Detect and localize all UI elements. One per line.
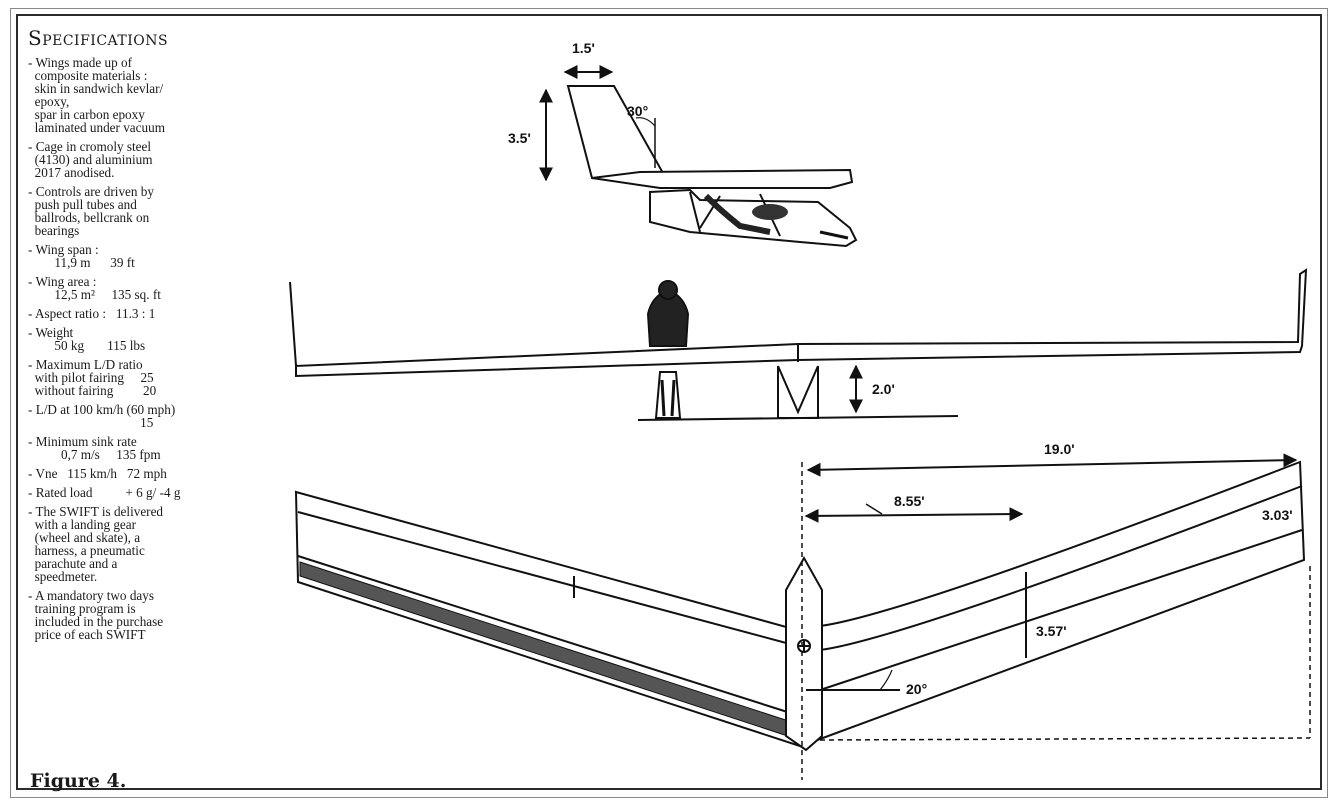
- figure-caption: Figure 4.: [30, 770, 127, 792]
- spec-controls: - Controls are driven by push pull tubes…: [28, 184, 154, 238]
- landing-gear-frame: [777, 365, 819, 419]
- spec-wing-span: - Wing span : 11,9 m 39 ft: [28, 242, 135, 270]
- plan-view: [294, 460, 1306, 752]
- spec-delivery: - The SWIFT is delivered with a landing …: [28, 504, 164, 584]
- spec-materials: - Wings made up of composite materials :…: [28, 55, 165, 135]
- spec-weight: - Weight 50 kg 115 lbs: [28, 325, 146, 353]
- side-wing: [591, 168, 854, 189]
- fin-chord-label: 1.5': [572, 40, 595, 56]
- ground-line: [637, 415, 959, 421]
- side-view: [566, 85, 858, 248]
- spec-sink-rate: - Minimum sink rate 0,7 m/s 135 fpm: [28, 434, 161, 462]
- spec-rated-load: - Rated load + 6 g/ -4 g: [28, 485, 181, 500]
- half-span-label: 19.0': [1044, 441, 1075, 457]
- clearance-label: 2.0': [872, 381, 895, 397]
- tail-fin: [566, 85, 670, 184]
- plan-dimensions: [801, 453, 1311, 780]
- spec-training: - A mandatory two days training program …: [28, 588, 164, 642]
- mid-station-label: 8.55': [894, 493, 925, 509]
- front-view: [289, 268, 1308, 421]
- sweep-angle-label: 20°: [906, 681, 927, 697]
- spec-vne: - Vne 115 km/h 72 mph: [28, 466, 167, 481]
- specifications-title: Specifications: [28, 26, 169, 50]
- fin-height-label: 3.5': [508, 130, 531, 146]
- spec-max-ld: - Maximum L/D ratio with pilot fairing 2…: [28, 357, 157, 398]
- spec-cage: - Cage in cromoly steel (4130) and alumi…: [28, 139, 153, 180]
- mid-chord-label: 3.57': [1036, 623, 1067, 639]
- figure-frame: [16, 14, 1322, 790]
- pilot-pod: [649, 188, 858, 248]
- spec-ld-speed: - L/D at 100 km/h (60 mph) 15: [28, 402, 176, 430]
- tip-chord-label: 3.03': [1262, 507, 1293, 523]
- right-wing-plan: [810, 460, 1306, 744]
- nose-pod: [785, 555, 823, 752]
- spec-aspect-ratio: - Aspect ratio : 11.3 : 1: [28, 306, 156, 321]
- spec-wing-area: - Wing area : 12,5 m² 135 sq. ft: [28, 274, 161, 302]
- specifications-panel: Specifications - Wings made up of compos…: [28, 26, 258, 647]
- outer-border: [10, 8, 1328, 798]
- fin-sweep-label: 30°: [627, 103, 648, 119]
